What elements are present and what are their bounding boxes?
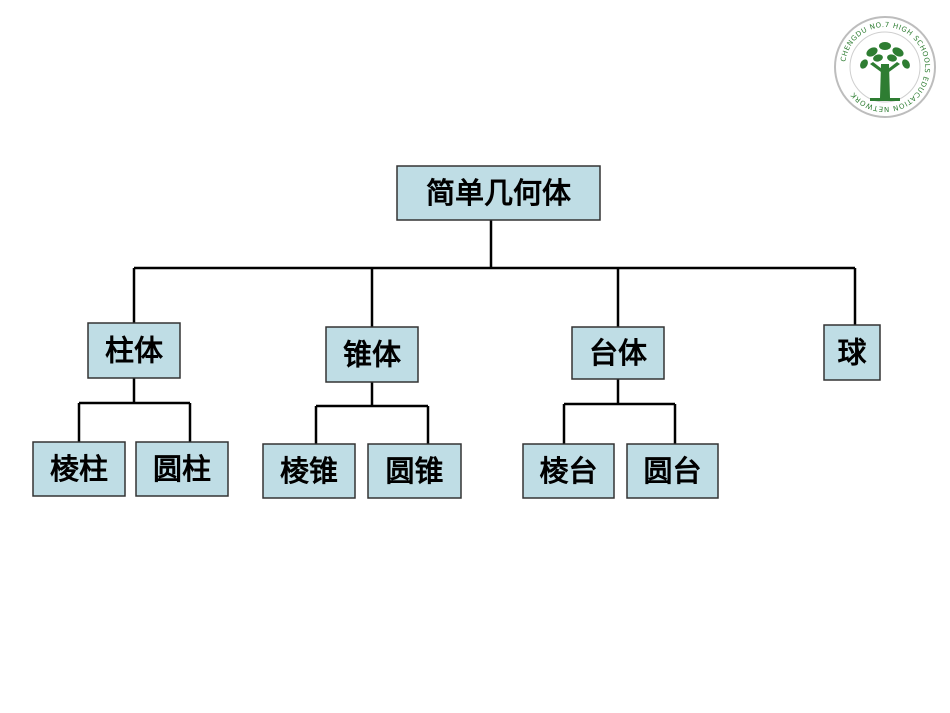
node-pyramid-class: 锥体 — [325, 326, 419, 383]
svg-text:棱柱: 棱柱 — [50, 452, 108, 486]
svg-text:圆锥: 圆锥 — [385, 454, 443, 488]
svg-text:简单几何体: 简单几何体 — [426, 176, 572, 210]
svg-text:台体: 台体 — [589, 336, 648, 370]
svg-text:棱台: 棱台 — [539, 454, 597, 488]
svg-text:球: 球 — [837, 336, 867, 370]
svg-text:柱体: 柱体 — [105, 334, 164, 368]
svg-text:棱锥: 棱锥 — [280, 454, 338, 488]
node-sphere: 球 — [823, 324, 881, 381]
connector-lines — [77, 220, 857, 444]
svg-text:圆台: 圆台 — [643, 454, 701, 488]
node-cone: 圆锥 — [367, 443, 462, 499]
tree-logo-icon — [860, 42, 910, 101]
svg-text:圆柱: 圆柱 — [153, 452, 211, 486]
node-frustum-cone: 圆台 — [626, 443, 719, 499]
school-logo: CHENGDU NO.7 HIGH SCHOOLS EDUCATION NETW… — [832, 14, 938, 120]
svg-text:锥体: 锥体 — [343, 338, 402, 372]
node-prism: 棱柱 — [32, 441, 126, 497]
node-root: 简单几何体 — [396, 165, 601, 221]
node-frustum-class: 台体 — [571, 326, 665, 380]
node-frustum-prism: 棱台 — [522, 443, 615, 499]
node-cylinder: 圆柱 — [135, 441, 229, 497]
node-prism-class: 柱体 — [87, 322, 181, 379]
node-pyramid: 棱锥 — [262, 443, 356, 499]
